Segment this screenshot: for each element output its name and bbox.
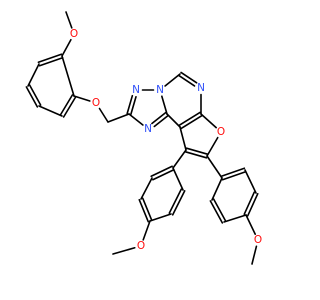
single-bond	[27, 63, 40, 87]
single-bond	[112, 246, 136, 255]
double-bond-line	[184, 151, 208, 159]
double-bond-line	[209, 200, 224, 224]
double-bond-line	[178, 111, 201, 127]
single-bond	[206, 136, 219, 157]
double-bond-line	[126, 94, 134, 115]
single-bond	[223, 214, 247, 223]
double-bond-line	[59, 94, 74, 116]
atom-label-o-methoxy-right: O	[254, 234, 262, 246]
double-bond-line	[168, 188, 183, 214]
atom-label-n-triazole-bottom: N	[144, 123, 152, 135]
double-bond-line	[38, 56, 64, 67]
single-bond	[206, 155, 223, 179]
double-bond-line	[243, 191, 256, 216]
single-bond	[179, 126, 187, 151]
single-bond	[164, 73, 181, 87]
single-bond	[245, 214, 256, 235]
single-bond	[142, 220, 151, 241]
single-bond	[38, 105, 63, 117]
double-bond-line	[138, 198, 150, 223]
double-bond-line	[180, 71, 198, 84]
atom-label-o-furan: O	[217, 126, 225, 138]
single-bond	[61, 38, 72, 57]
double-bond-line	[152, 168, 175, 181]
atom-labels: O O N N N N O O O	[70, 28, 262, 252]
atom-label-o-methoxy-top: O	[70, 28, 78, 40]
atom-label-n-triazole-top-right: N	[156, 84, 164, 96]
single-bond	[200, 113, 217, 129]
atom-label-n-triazole-top-left: N	[132, 84, 140, 96]
single-bond	[107, 113, 130, 123]
single-bond	[128, 113, 144, 126]
atom-label-o-methoxy-left: O	[137, 240, 145, 252]
single-bond	[161, 95, 168, 115]
double-bond-line	[151, 111, 167, 125]
single-bond	[172, 167, 184, 191]
single-bond	[61, 55, 75, 97]
single-bond	[65, 11, 73, 29]
bond-lines	[25, 11, 259, 265]
double-bond-line	[178, 74, 196, 87]
double-bond-line	[246, 192, 259, 217]
single-bond	[251, 245, 258, 265]
double-bond-line	[37, 53, 63, 64]
atom-label-n-pyrimidine: N	[197, 82, 205, 94]
double-bond-line	[150, 165, 173, 178]
single-bond	[211, 177, 223, 201]
molecule-structure-diagram: O O N N N N O O O	[25, 11, 262, 265]
single-bond	[166, 113, 181, 128]
single-bond	[98, 107, 109, 123]
double-bond-line	[62, 96, 77, 118]
double-bond-line	[130, 95, 137, 116]
double-bond-line	[153, 114, 169, 128]
double-bond-line	[185, 147, 209, 155]
double-bond-line	[180, 114, 203, 130]
single-bond	[244, 169, 257, 194]
double-bond-line	[212, 198, 227, 222]
double-bond-line	[141, 197, 153, 222]
atom-label-o-ether-link: O	[92, 97, 100, 109]
double-bond-line	[171, 190, 186, 216]
double-bond-line	[220, 167, 246, 178]
single-bond	[73, 95, 91, 102]
double-bond-line	[25, 86, 39, 108]
single-bond	[172, 149, 187, 169]
single-bond	[149, 213, 172, 222]
single-bond	[140, 177, 153, 200]
double-bond-line	[28, 84, 42, 106]
double-bond-line	[221, 170, 247, 181]
